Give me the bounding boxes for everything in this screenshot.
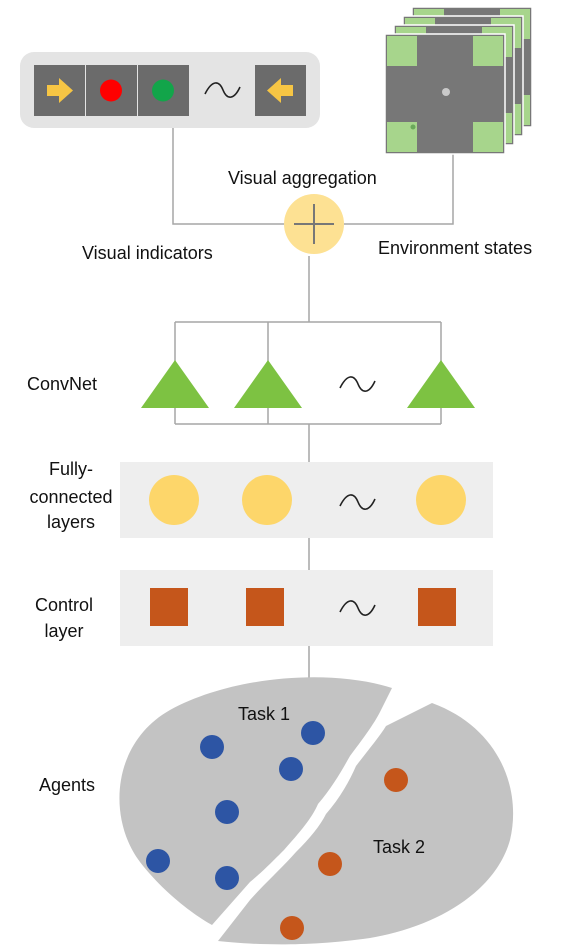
task1-agent <box>301 721 325 745</box>
red-dot-icon <box>100 79 122 102</box>
fc-node <box>149 475 199 525</box>
fc-node <box>242 475 292 525</box>
fc-label-line2: connected <box>29 487 113 507</box>
task1-agent <box>279 757 303 781</box>
task2-region <box>218 703 514 945</box>
left-arrow-icon <box>267 78 293 103</box>
control-node <box>418 588 456 626</box>
visual-aggregation-label: Visual aggregation <box>228 168 377 188</box>
control-layer <box>150 588 456 626</box>
right-arrow-icon <box>47 78 73 103</box>
tilde-icon <box>339 600 376 616</box>
control-node <box>150 588 188 626</box>
tilde-icon <box>339 494 376 510</box>
task2-agent <box>318 852 342 876</box>
convnet-filter <box>234 360 302 408</box>
tilde-icon <box>339 376 376 392</box>
convnet-label: ConvNet <box>27 374 98 394</box>
agents-group <box>119 677 514 945</box>
control-label-line1: Control <box>34 595 94 615</box>
convnet-filter <box>407 360 475 408</box>
fc-label-line3: layers <box>46 512 95 532</box>
task1-label: Task 1 <box>238 704 291 724</box>
fc-node <box>416 475 466 525</box>
task2-label: Task 2 <box>373 837 426 857</box>
environment-states-label: Environment states <box>378 238 533 258</box>
green-dot-icon <box>152 79 174 102</box>
fc-label-line1: Fully- <box>49 459 93 479</box>
task2-agent <box>384 768 408 792</box>
agent-position-dot <box>442 88 450 96</box>
task1-agent <box>200 735 224 759</box>
visual-indicators-panel <box>20 52 320 128</box>
task1-region <box>119 677 392 925</box>
fc-layer <box>149 475 466 525</box>
control-label-line2: layer <box>44 621 84 641</box>
small-dot <box>410 124 416 130</box>
environment-connector <box>344 128 454 225</box>
convnet-layer <box>141 360 475 408</box>
convnet-filter <box>141 360 209 408</box>
visual-indicators-label: Visual indicators <box>82 243 213 263</box>
control-node <box>246 588 284 626</box>
agents-label: Agents <box>39 775 96 795</box>
task2-agent <box>280 916 304 940</box>
task1-agent <box>215 866 239 890</box>
task1-agent <box>215 800 239 824</box>
environment-states-stack <box>384 6 533 155</box>
indicator-connector <box>172 128 286 225</box>
aggregation-node <box>284 194 344 254</box>
task1-agent <box>146 849 170 873</box>
tilde-icon <box>204 82 241 98</box>
